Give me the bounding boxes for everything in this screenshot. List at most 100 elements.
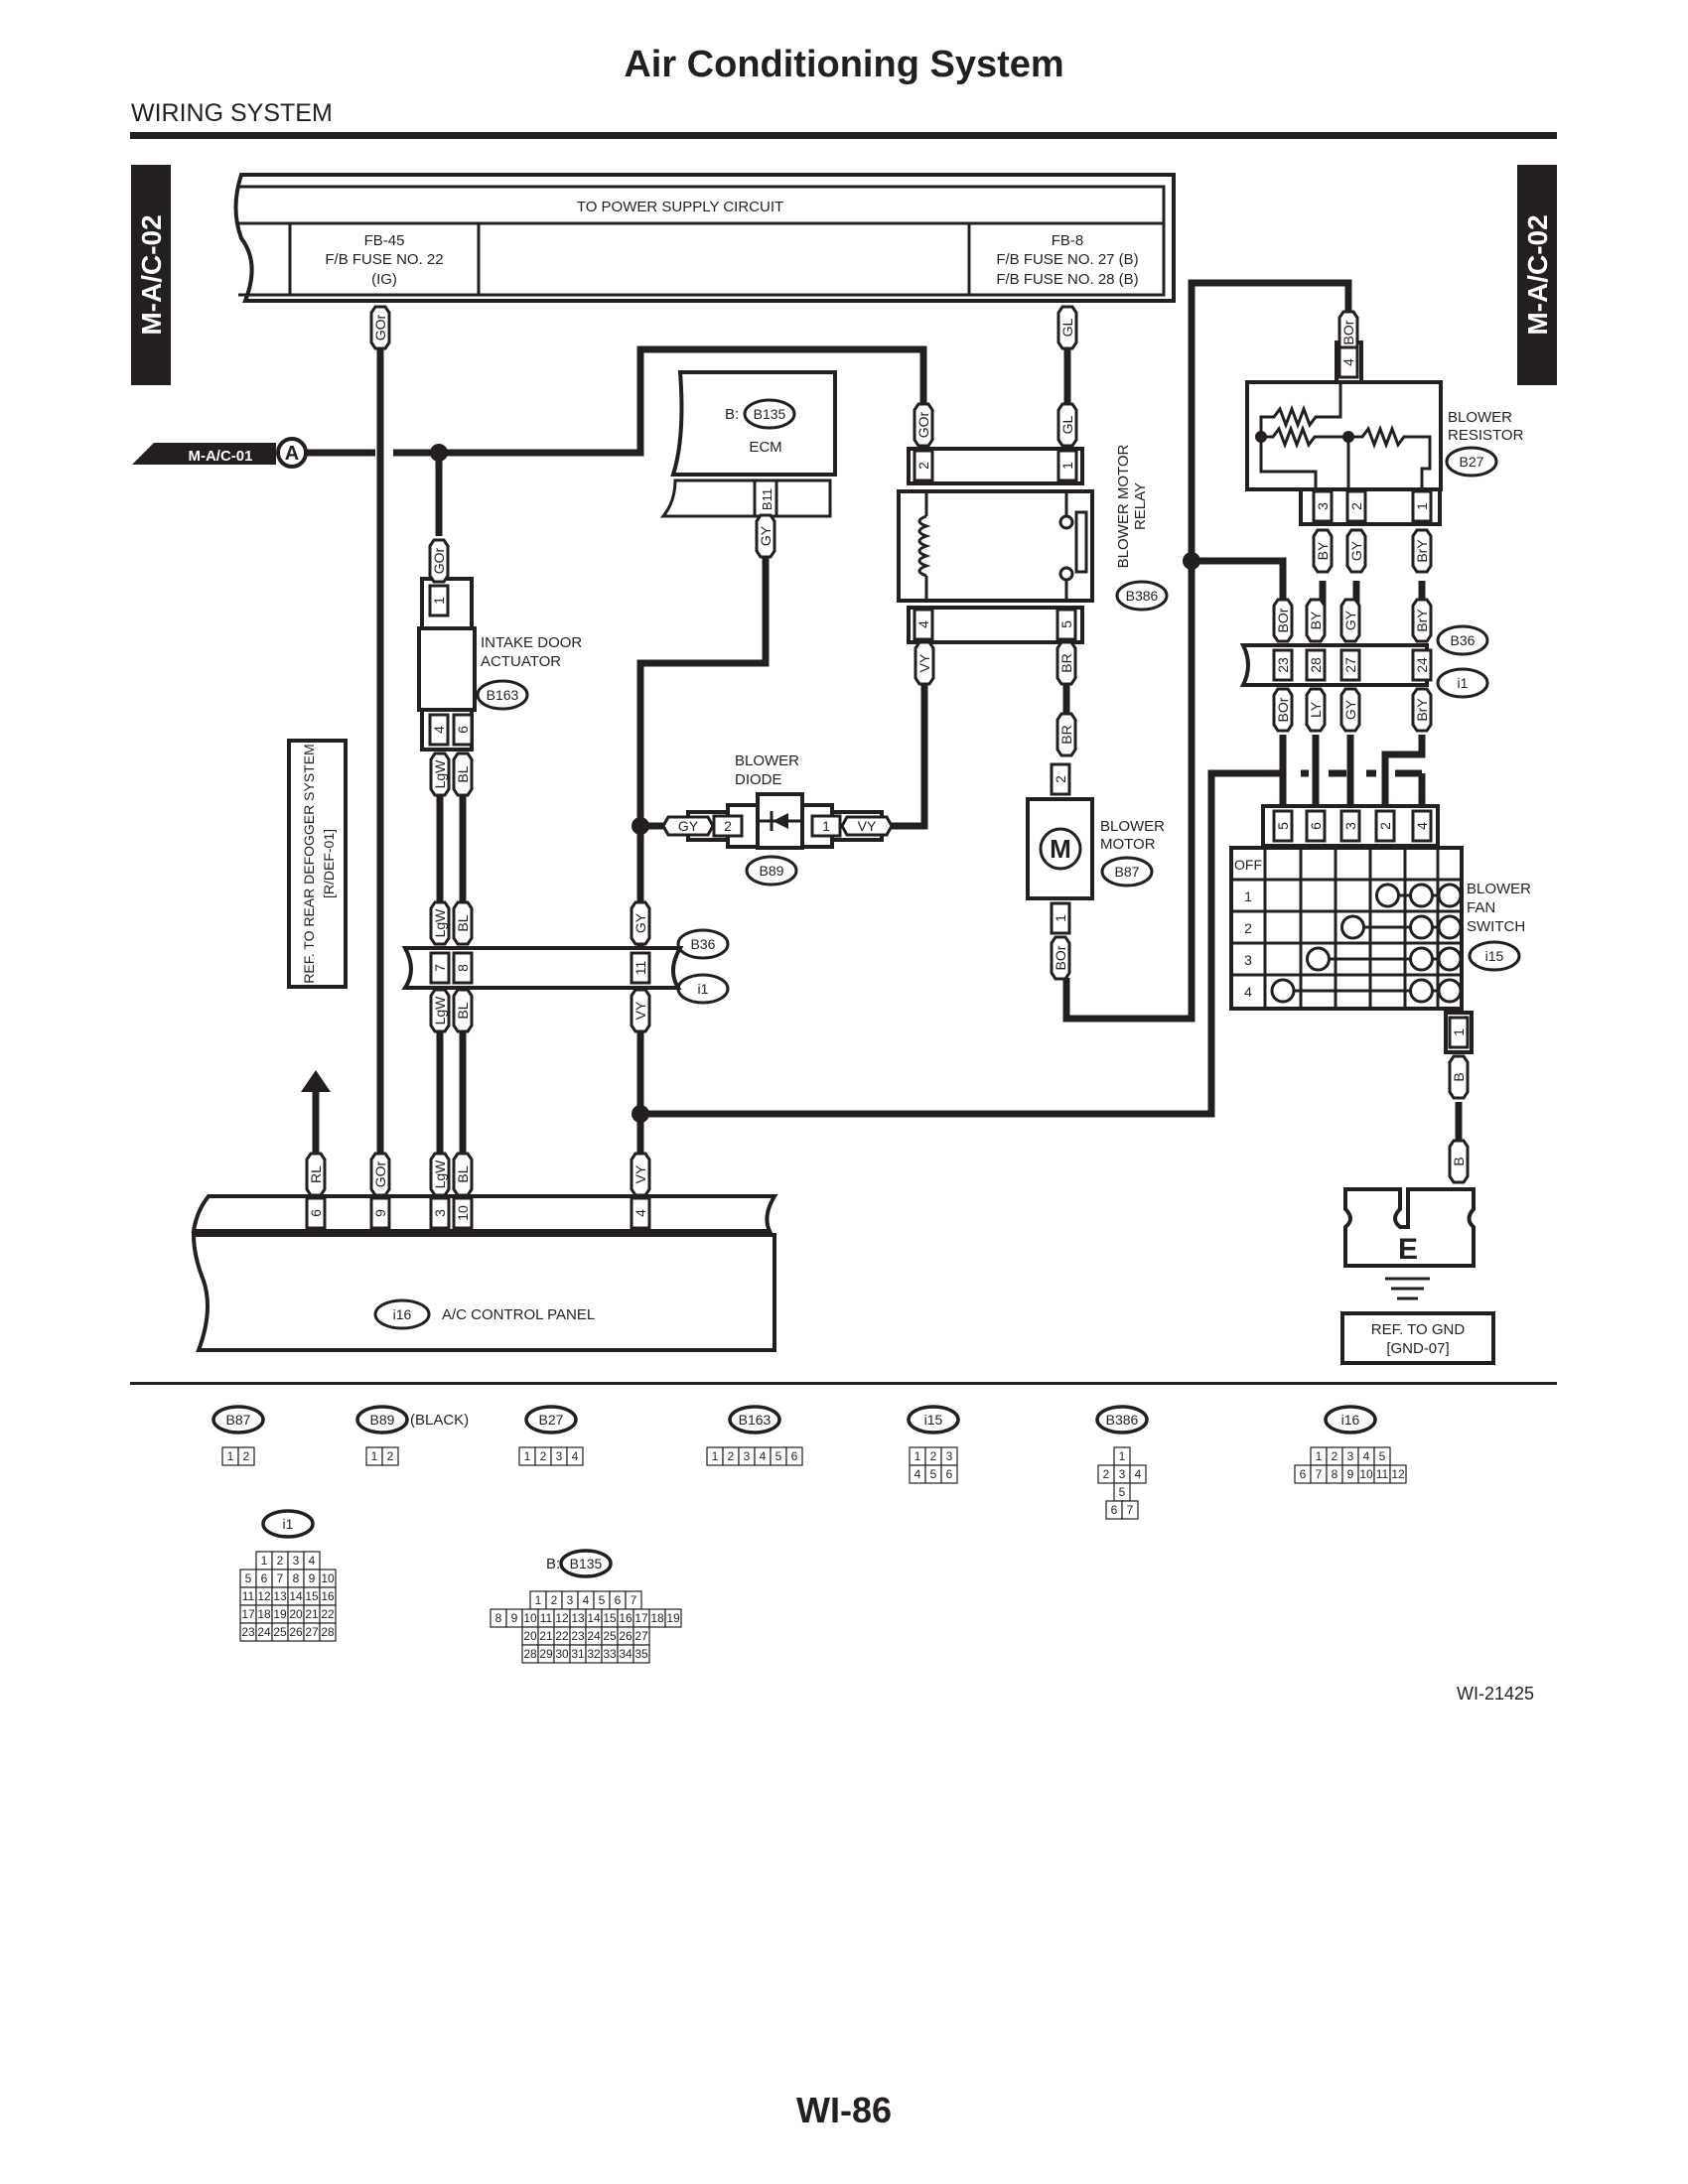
pin-number: 6 bbox=[308, 1209, 324, 1217]
diode-name-line1: BLOWER bbox=[735, 752, 799, 769]
wire-color-label: GOr bbox=[372, 1160, 388, 1187]
pin-number: 1 bbox=[1414, 502, 1430, 510]
pin-number: 6 bbox=[455, 726, 471, 734]
fan-speed-row-label: 4 bbox=[1244, 984, 1252, 1000]
terminal-number: 17 bbox=[634, 1611, 648, 1625]
resistor-name-line1: BLOWER bbox=[1448, 409, 1512, 426]
power-supply-title: TO POWER SUPPLY CIRCUIT bbox=[577, 199, 783, 215]
connector-id: B27 bbox=[539, 1412, 564, 1428]
terminal-number: 1 bbox=[524, 1449, 531, 1463]
pin-number: 3 bbox=[1315, 502, 1331, 510]
fuse-right-line1: FB-8 bbox=[1052, 232, 1084, 249]
pin-number: 2 bbox=[1348, 502, 1364, 510]
connector-id: B89 bbox=[370, 1412, 395, 1428]
terminal-number: 2 bbox=[243, 1449, 250, 1463]
connector-pin: 1 bbox=[1050, 901, 1071, 935]
connector-pin: 10 bbox=[452, 1196, 474, 1230]
connector-pin: 1 bbox=[1056, 449, 1078, 482]
connector-pin: 3 bbox=[429, 1196, 451, 1230]
intake-name-line2: ACTUATOR bbox=[481, 653, 561, 670]
pin-number: 2 bbox=[915, 462, 931, 470]
connector-pin: 5 bbox=[1055, 608, 1077, 641]
pin-number: 2 bbox=[1053, 775, 1068, 783]
figure-id: WI-21425 bbox=[1457, 1684, 1534, 1704]
terminal-number: 4 bbox=[760, 1449, 767, 1463]
terminal-number: 3 bbox=[744, 1449, 751, 1463]
terminal-number: 2 bbox=[277, 1554, 284, 1568]
wire-color-tag: BL bbox=[452, 900, 474, 946]
connector-pin: 11 bbox=[630, 951, 651, 985]
terminal-number: 15 bbox=[603, 1611, 617, 1625]
wire-color-label: BOr bbox=[1275, 608, 1291, 632]
terminal-number: 25 bbox=[603, 1629, 617, 1643]
terminal-number: 28 bbox=[321, 1625, 335, 1639]
terminal-number: 28 bbox=[523, 1647, 537, 1661]
terminal-number: 5 bbox=[599, 1593, 606, 1607]
wire-color-label: VY bbox=[633, 1164, 648, 1183]
blower-motor-relay: BLOWER MOTOR RELAY B386 bbox=[897, 444, 1169, 644]
terminal-number: 7 bbox=[1316, 1467, 1323, 1481]
intake-name-line1: INTAKE DOOR bbox=[481, 634, 582, 651]
pin-number: 9 bbox=[372, 1209, 388, 1217]
wire-color-label: BL bbox=[455, 1002, 471, 1019]
offpage-connector[interactable]: M-A/C-01 A bbox=[132, 437, 308, 469]
terminal-number: 9 bbox=[511, 1611, 518, 1625]
wire-color-tag: GOr bbox=[428, 538, 450, 584]
wire-color-label: GY bbox=[758, 525, 774, 546]
terminal-number: 10 bbox=[1359, 1467, 1373, 1481]
wire-color-label: GL bbox=[1059, 318, 1075, 337]
terminal-number: 31 bbox=[571, 1647, 585, 1661]
section-label: WIRING SYSTEM bbox=[131, 99, 333, 127]
pin-number: 10 bbox=[455, 1205, 471, 1221]
pin-number: 1 bbox=[1053, 914, 1068, 922]
pin-number: 3 bbox=[1342, 822, 1358, 830]
pin-number: 5 bbox=[1275, 822, 1291, 830]
connector-pin: 2 bbox=[712, 814, 744, 838]
wire-color-label: BOr bbox=[1053, 945, 1068, 970]
connector-pin: 1 bbox=[1448, 1016, 1470, 1049]
terminal-number: 4 bbox=[914, 1467, 921, 1481]
ecm-prefix: B: bbox=[725, 406, 739, 423]
wire-color-tag: BR bbox=[1055, 640, 1077, 686]
switch-contact bbox=[1437, 883, 1463, 908]
terminal-number: 6 bbox=[1300, 1467, 1307, 1481]
terminal-number: 20 bbox=[289, 1607, 303, 1621]
switch-contact bbox=[1409, 883, 1434, 908]
terminal-number: 12 bbox=[1391, 1467, 1405, 1481]
wire-color-tag: LgW bbox=[429, 1152, 451, 1197]
fuse-left-line3: (IG) bbox=[371, 271, 397, 288]
wire-color-tag: GY bbox=[1339, 598, 1361, 643]
pin-number: 7 bbox=[432, 964, 448, 972]
terminal-number: 2 bbox=[1103, 1467, 1110, 1481]
terminal-number: 3 bbox=[1347, 1449, 1354, 1463]
wire-color-tag: BrY bbox=[1411, 687, 1433, 733]
wire-color-label: LgW bbox=[432, 908, 448, 938]
connector-pin: 2 bbox=[1374, 809, 1396, 843]
connector-pin: 3 bbox=[1312, 489, 1334, 523]
terminal-number: 15 bbox=[305, 1589, 319, 1603]
terminal-number: 24 bbox=[587, 1629, 601, 1643]
wire-color-tag: GY bbox=[1339, 687, 1361, 733]
wire-color-tag: GL bbox=[1056, 402, 1078, 448]
connector-pin: 1 bbox=[810, 814, 842, 838]
offpage-label: M-A/C-01 bbox=[188, 448, 252, 465]
wire-color-tag: BY bbox=[1305, 598, 1327, 643]
terminal-number: 13 bbox=[273, 1589, 287, 1603]
connector-pin: 2 bbox=[913, 449, 934, 482]
pin-number: 2 bbox=[1377, 822, 1393, 830]
pin-number: 1 bbox=[822, 818, 830, 834]
connector-id: B386 bbox=[1106, 1412, 1139, 1428]
terminal-number: 1 bbox=[371, 1449, 378, 1463]
connector-id: B87 bbox=[226, 1412, 251, 1428]
terminal-number: 30 bbox=[555, 1647, 569, 1661]
fan-speed-row-label: 1 bbox=[1244, 888, 1252, 904]
wire-color-tag: VY bbox=[914, 640, 935, 686]
terminal-number: 18 bbox=[650, 1611, 664, 1625]
terminal-number: 16 bbox=[321, 1589, 335, 1603]
ground-ref-line2: [GND-07] bbox=[1386, 1340, 1449, 1357]
terminal-number: 29 bbox=[539, 1647, 553, 1661]
connector-id: B135 bbox=[570, 1556, 603, 1571]
